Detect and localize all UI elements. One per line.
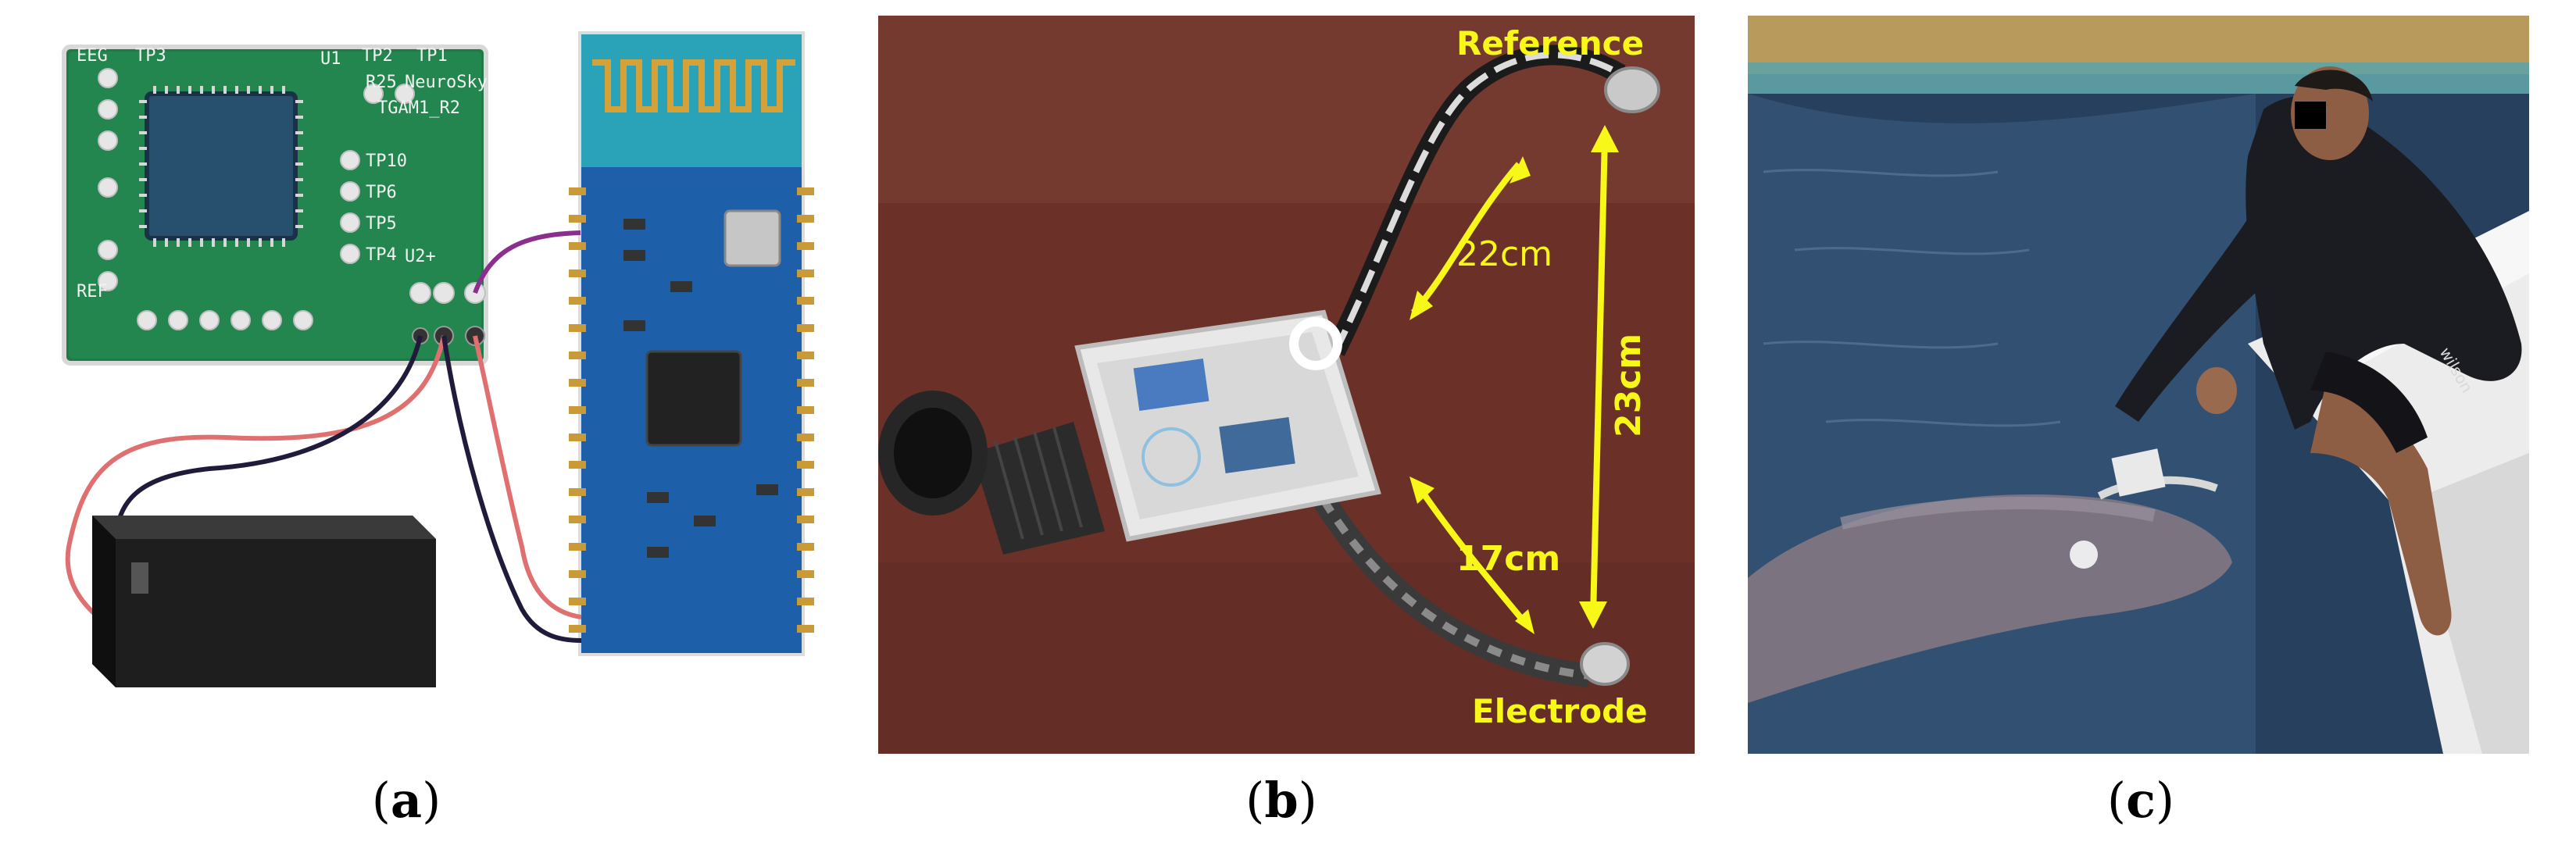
bluetooth-chip: [645, 350, 742, 447]
arrow-17cm: [1414, 482, 1530, 627]
label-reference: Reference: [1456, 24, 1644, 62]
board-label-brand: NeuroSky: [405, 73, 488, 92]
board-label-model: TGAM1_R2: [377, 98, 460, 118]
eeg-device-photo: Reference Electrode 22cm 17cm 23cm: [878, 16, 1695, 754]
arrow-22cm: [1411, 162, 1522, 315]
headband-frame: [1313, 45, 1626, 687]
battery-switch: [131, 562, 148, 594]
tgam-chip: [145, 91, 298, 241]
trainer: wilson: [2115, 66, 2522, 636]
board-label-u1: U1: [320, 49, 341, 69]
label-22cm: 22cm: [1456, 234, 1552, 274]
board-label-eeg: EEG: [77, 46, 108, 66]
board-label-tp3: TP3: [135, 46, 166, 66]
caption-c: (c): [2106, 772, 2175, 829]
label-17cm: 17cm: [1456, 539, 1560, 579]
arrow-23cm: [1590, 136, 1608, 618]
panel-a-electronics: EEG REF TP3 TP2 TP1 U1 R25 NeuroSky TGAM…: [53, 0, 827, 703]
board-label-ref: REF: [77, 282, 108, 302]
handle: [878, 391, 1105, 555]
connection-wires: [65, 230, 582, 643]
antenna-trace: [592, 59, 795, 112]
board-label-u2: U2+: [405, 247, 436, 266]
panel-b-eeg-device: Reference Electrode 22cm 17cm 23cm: [878, 16, 1695, 754]
label-23cm: 23cm: [1609, 334, 1649, 437]
dimension-arrows: [1411, 136, 1608, 627]
face-privacy-block: [2295, 102, 2326, 129]
caption-a: (a): [371, 772, 441, 829]
panel-c-dolphin-measurement: wilson: [1748, 16, 2529, 754]
active-electrode: [1580, 642, 1630, 686]
electronics-illustration: EEG REF TP3 TP2 TP1 U1 R25 NeuroSky TGAM…: [62, 31, 814, 687]
label-electrode: Electrode: [1472, 692, 1648, 730]
dolphin-photo: wilson: [1748, 16, 2529, 754]
battery-box: [92, 516, 436, 687]
board-label-tp5: TP5: [366, 214, 397, 234]
board-label-tp6: TP6: [366, 183, 397, 202]
tgam-board: EEG REF TP3 TP2 TP1 U1 R25 NeuroSky TGAM…: [62, 45, 488, 366]
dolphin: [1748, 494, 2232, 703]
board-label-r25: R25: [366, 73, 397, 92]
board-label-tp10: TP10: [366, 152, 407, 171]
caption-b: (b): [1245, 772, 1317, 829]
electronics-enclosure: [1074, 309, 1381, 542]
board-label-tp4: TP4: [366, 245, 397, 265]
device-on-dolphin: [2097, 448, 2218, 500]
board-label-tp2: TP2: [362, 46, 393, 66]
bluetooth-module: [569, 31, 814, 656]
reference-electrode: [1604, 66, 1660, 113]
board-label-tp1: TP1: [416, 46, 448, 66]
